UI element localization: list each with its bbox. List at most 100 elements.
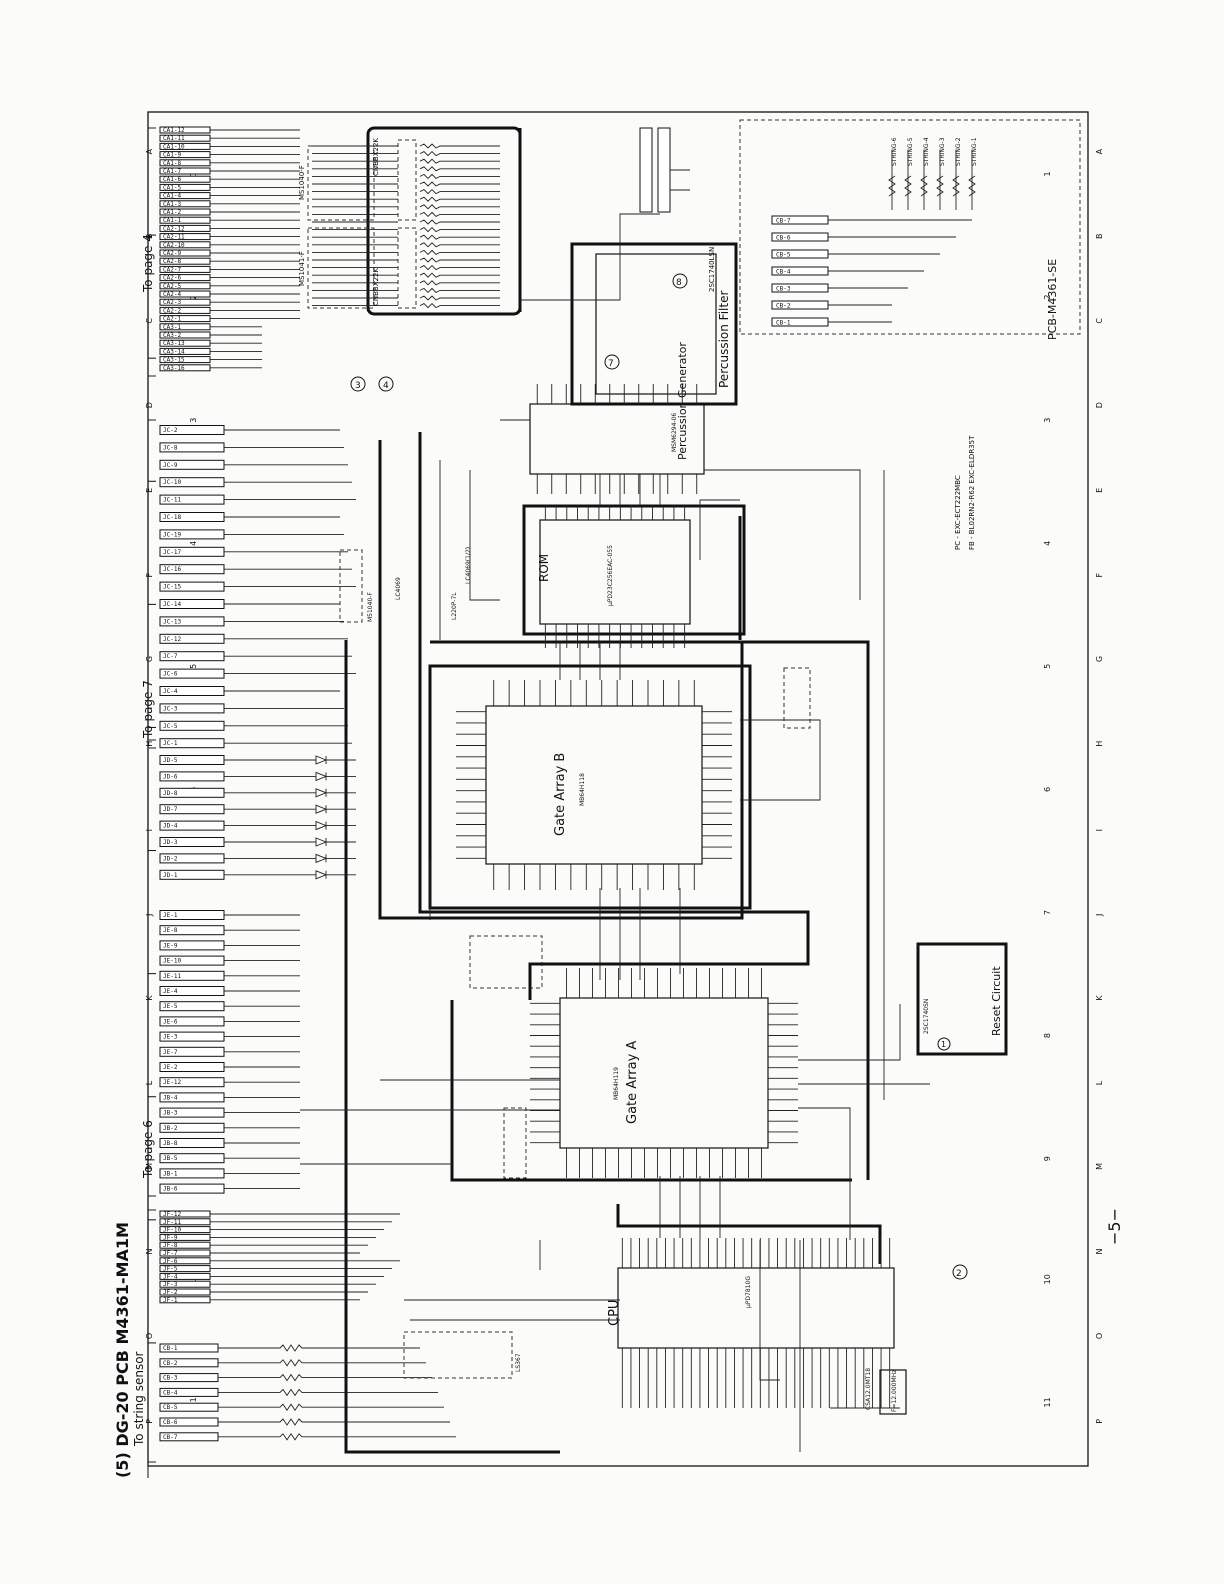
resistor-icon — [262, 1418, 330, 1426]
resistor-icon — [419, 226, 500, 233]
zone-col-top-11: 11 — [189, 1397, 198, 1407]
m51040-ic — [339, 549, 363, 623]
resistor-icon — [419, 219, 500, 225]
connector-label: CA1-3 — [163, 201, 181, 208]
resistor-icon — [419, 272, 500, 278]
connector-label: JF-3 — [163, 1281, 178, 1288]
connector-label: CA1-7 — [163, 168, 181, 175]
resistor-icon — [419, 150, 500, 157]
connector-label: JE-3 — [163, 1034, 178, 1041]
connector-label: JD-2 — [163, 855, 178, 862]
resistor-icon — [262, 1388, 330, 1397]
connector-label: JE-12 — [163, 1079, 181, 1086]
callout-8 — [672, 273, 688, 289]
connector-label: CB-7 — [163, 1434, 178, 1441]
connector-label: CB-1 — [776, 320, 791, 327]
pcb-m4361-se-label: PCB-M4361-SE — [1046, 259, 1059, 340]
gate-array-a-chip — [559, 997, 769, 1149]
connector-label: JF-10 — [163, 1227, 181, 1234]
signal-traces — [300, 127, 930, 1452]
connector-label: CA1-8 — [163, 160, 181, 167]
connector-label: JE-9 — [163, 942, 178, 949]
lc4069-half-label: LC4069(1/2) — [465, 547, 472, 584]
connector-label: CB-3 — [776, 286, 791, 293]
connector-label: JE-1 — [163, 912, 178, 919]
connector-fanout-wires — [262, 129, 456, 1441]
connector-label: JE-4 — [163, 988, 178, 995]
reset-circuit-box — [916, 942, 1008, 1056]
zone-col-bottom-6: 6 — [1043, 787, 1052, 792]
connector-label: JE-2 — [163, 1064, 178, 1071]
percussion-generator-chip — [529, 403, 705, 475]
connector-label: CB-5 — [776, 252, 791, 259]
connector-label: JE-10 — [163, 958, 181, 965]
diode-icon — [315, 837, 328, 847]
callout-2 — [952, 1264, 968, 1280]
zone-row-left-C: C — [145, 318, 154, 324]
rom-chip — [539, 519, 691, 625]
zone-col-bottom-5: 5 — [1043, 664, 1052, 669]
connector-label: CA3-14 — [163, 348, 185, 355]
diode-icon — [315, 771, 328, 782]
connector-label: CA1-12 — [163, 127, 185, 134]
connector-label: CA2-9 — [163, 250, 181, 257]
zone-row-D: D — [1095, 402, 1104, 408]
diode-icon — [315, 853, 328, 864]
resistor-icon — [419, 280, 500, 286]
connector-label: JB-3 — [163, 1110, 178, 1117]
connector-label: CA1-4 — [163, 193, 181, 200]
zone-col-bottom-8: 8 — [1043, 1033, 1052, 1038]
connector-label: JB-2 — [163, 1125, 178, 1132]
bus-traces — [344, 128, 882, 1454]
connector-label: CA2-1 — [163, 316, 181, 323]
connector-label: JC-19 — [163, 531, 181, 538]
ms1040-ic — [307, 145, 375, 221]
cpu-part: μPD7810G — [745, 1276, 752, 1308]
rom-title: ROM — [537, 554, 551, 582]
cnbb-array-2 — [397, 227, 417, 309]
zone-row-C: C — [1095, 318, 1104, 324]
gate-array-b-chip — [485, 705, 703, 865]
zone-col-bottom-1: 1 — [1043, 171, 1052, 176]
to-page-6-label: To page 6 — [141, 1120, 155, 1179]
resistor-icon — [262, 1344, 330, 1352]
callout-7-label: 7 — [608, 359, 614, 369]
zone-row-left-K: K — [145, 995, 154, 1001]
connector-jd-column: JD-5JD-6JD-8JD-7JD-4JD-3JD-2JD-1 — [159, 755, 278, 880]
connector-label: JD-3 — [163, 839, 178, 846]
resistor-icon — [419, 204, 500, 210]
crystal-frequency: F=12.000MHz — [891, 1370, 898, 1412]
page-number: −5− — [1100, 1195, 1130, 1255]
zone-row-J: J — [1095, 914, 1104, 917]
resistor-icon — [419, 242, 500, 248]
callout-3-label: 3 — [355, 381, 361, 391]
zone-row-left-O: O — [145, 1333, 154, 1339]
connector-label: CA2-12 — [163, 225, 185, 232]
connector-label: JC-3 — [163, 705, 178, 712]
diode-icon — [315, 788, 328, 798]
resistor-icon — [262, 1403, 330, 1412]
connector-label: JC-17 — [163, 549, 181, 556]
connector-label: CA1-5 — [163, 184, 181, 191]
note-pc: PC - EXC-ECT222MBC — [954, 475, 962, 550]
string-label: STRING-5 — [907, 137, 914, 166]
gate-array-a-title: Gate Array A — [625, 1041, 640, 1124]
connector-label: JC-6 — [163, 671, 178, 678]
coil-icon — [968, 175, 976, 197]
connector-label: CA3-15 — [163, 357, 185, 364]
msm6294-part: MSM6294-06 — [671, 413, 678, 452]
resistor-icon — [419, 166, 500, 172]
zone-row-left-B: B — [145, 233, 154, 239]
connector-label: CA1-2 — [163, 209, 181, 216]
l220p-label: L220P-7L — [451, 592, 458, 620]
string-label: STRING-3 — [939, 137, 946, 166]
connector-label: JC-14 — [163, 601, 181, 608]
connector-label: CA1-11 — [163, 135, 185, 142]
crystal-part: CSA12.0MT18 — [865, 1368, 872, 1410]
rom-part: μPD23C256EAC-055 — [607, 545, 614, 606]
connector-label: JF-11 — [163, 1219, 181, 1226]
string-label: STRING-6 — [891, 137, 898, 166]
resistor-icon — [419, 181, 500, 187]
